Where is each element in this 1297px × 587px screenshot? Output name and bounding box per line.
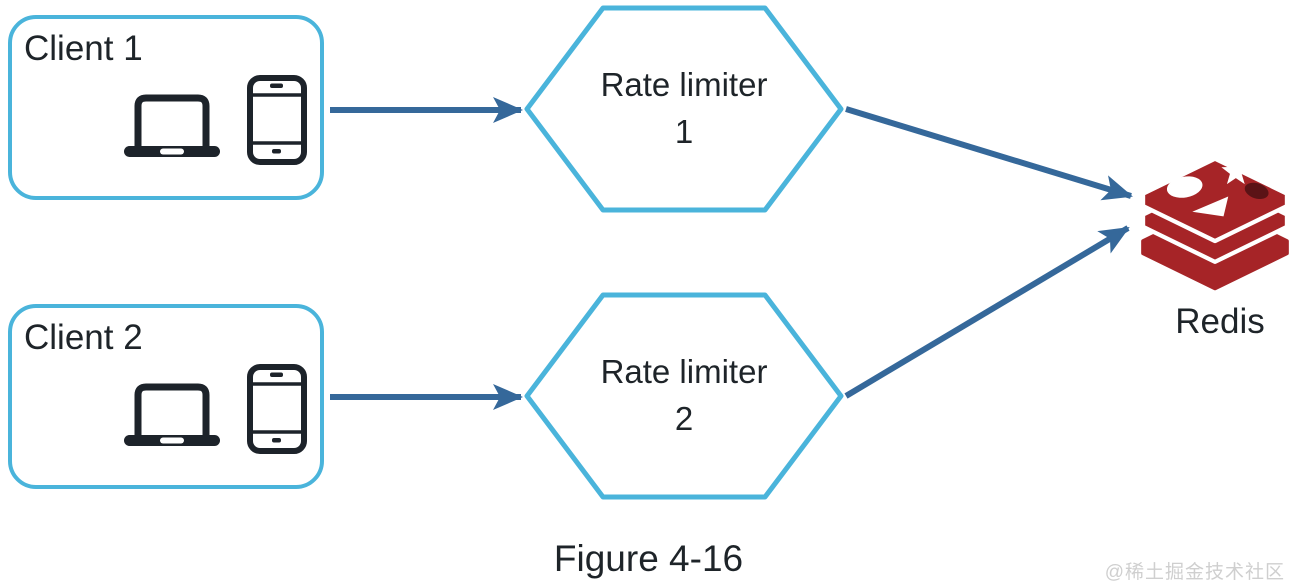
rate-limiter-1-number: 1 xyxy=(674,113,694,150)
figure-caption: Figure 4-16 xyxy=(553,538,744,579)
arrow-ratelimiter2-to-redis xyxy=(844,225,1130,399)
rate-limiter-1-node: Rate limiter 1 xyxy=(523,4,845,214)
redis-database-icon xyxy=(1133,153,1297,300)
rate-limiter-2-number: 2 xyxy=(674,400,694,437)
rate-limiter-2-name: Rate limiter xyxy=(600,353,768,391)
client-1-label: Client 1 xyxy=(24,29,143,68)
rate-limiter-2-node: Rate limiter 2 xyxy=(523,291,845,501)
rate-limiter-2-hexagon xyxy=(524,292,844,500)
client-1-node: Client 1 xyxy=(8,15,324,200)
laptop-icon xyxy=(122,378,222,455)
client-2-label: Client 2 xyxy=(24,318,143,357)
smartphone-icon xyxy=(246,363,308,460)
watermark: @稀土掘金技术社区 xyxy=(1104,562,1285,583)
rate-limiter-1-hexagon xyxy=(524,5,844,213)
arrow-ratelimiter1-to-redis xyxy=(845,106,1133,201)
laptop-icon xyxy=(122,89,222,166)
redis-label: Redis xyxy=(1175,302,1265,341)
smartphone-icon xyxy=(246,74,308,171)
rate-limiter-1-name: Rate limiter xyxy=(600,66,768,104)
client-2-node: Client 2 xyxy=(8,304,324,489)
